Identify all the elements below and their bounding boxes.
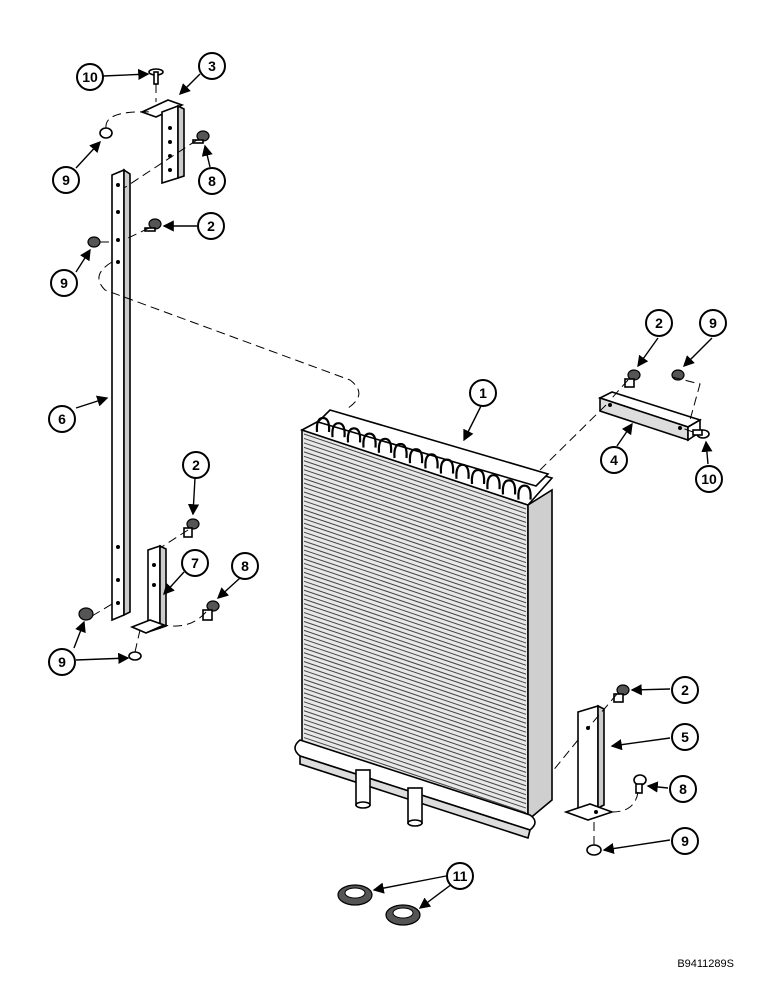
callout-2-a: 2 [197, 212, 225, 240]
callout-label: 9 [681, 833, 689, 849]
bracket-4 [597, 391, 702, 442]
bolt-2-a [144, 218, 162, 232]
callout-label: 9 [709, 315, 717, 331]
callout-9-b: 9 [50, 269, 78, 297]
callout-label: 2 [655, 315, 663, 331]
callout-label: 8 [679, 781, 687, 797]
callout-9-a: 9 [52, 166, 80, 194]
nut-9-a [99, 127, 113, 139]
callout-2-b: 2 [182, 451, 210, 479]
support-strap [111, 168, 131, 622]
callout-1: 1 [469, 379, 497, 407]
callout-label: 8 [241, 558, 249, 574]
bolt-2-b [183, 518, 200, 538]
callout-label: 11 [453, 868, 468, 884]
bolt-8-c [633, 774, 647, 794]
bolt-8-b [202, 600, 220, 621]
callout-6: 6 [48, 405, 76, 433]
condenser-core [294, 409, 554, 840]
tube-return-bends [315, 416, 532, 500]
bracket-5 [563, 704, 615, 821]
callout-3: 3 [198, 52, 226, 80]
callout-8-b: 8 [231, 552, 259, 580]
callout-label: 9 [62, 172, 70, 188]
callout-7: 7 [181, 549, 209, 577]
bracket-7 [129, 544, 167, 634]
callout-label: 10 [701, 471, 717, 487]
callout-5: 5 [671, 723, 699, 751]
callout-8-a: 8 [198, 167, 226, 195]
callout-label: 1 [479, 385, 487, 401]
callout-label: 10 [82, 69, 98, 85]
bolt-10-right [692, 429, 710, 439]
callout-2-d: 2 [671, 676, 699, 704]
callout-label: 8 [208, 173, 216, 189]
callout-label: 4 [610, 452, 618, 468]
leader-lines [73, 68, 713, 909]
callout-2-c: 2 [645, 309, 673, 337]
callout-label: 7 [191, 555, 199, 571]
callout-10-right: 10 [695, 465, 723, 493]
callout-label: 2 [681, 682, 689, 698]
callout-label: 2 [192, 457, 200, 473]
callout-11: 11 [446, 862, 474, 890]
callout-label: 5 [681, 729, 689, 745]
bracket-3 [139, 99, 185, 185]
callout-label: 9 [58, 654, 66, 670]
callout-label: 6 [58, 411, 66, 427]
callout-9-e: 9 [671, 827, 699, 855]
callout-4: 4 [600, 446, 628, 474]
bolt-10-top [148, 68, 164, 85]
nut-9-d [128, 651, 142, 661]
callout-label: 3 [208, 58, 216, 74]
callout-8-c: 8 [669, 775, 697, 803]
nut-9-f [586, 844, 602, 856]
callout-9-d: 9 [699, 309, 727, 337]
bolt-2-d [613, 684, 630, 703]
bolt-2-c [624, 369, 641, 388]
callout-label: 2 [207, 218, 215, 234]
callout-10-top: 10 [76, 63, 104, 91]
bolt-8-a [192, 130, 210, 144]
assembly-dashed-lines [91, 84, 701, 845]
seal-rings-11 [337, 884, 421, 926]
nut-9-b [87, 236, 101, 248]
callout-9-c: 9 [48, 648, 76, 676]
figure-id-label: B9411289S [677, 958, 734, 970]
nut-9-c [78, 607, 94, 621]
callout-label: 9 [60, 275, 68, 291]
